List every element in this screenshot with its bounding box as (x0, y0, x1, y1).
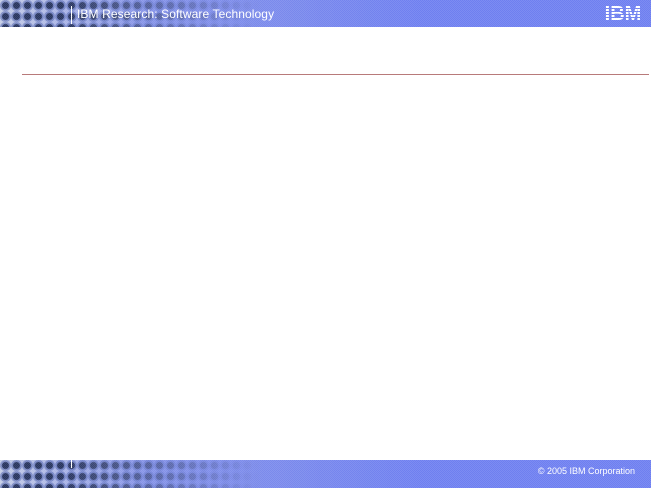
header-title: IBM Research: Software Technology (77, 7, 275, 21)
header-dither (0, 0, 651, 27)
header-dot-pattern (0, 0, 260, 27)
footer-divider (71, 460, 72, 468)
ibm-logo-icon: IBM (605, 3, 642, 23)
title-rule (22, 74, 649, 75)
ibm-logo-text: IBM (605, 3, 642, 23)
header-divider (71, 6, 72, 24)
footer-dither (0, 460, 651, 488)
footer-dot-pattern (0, 460, 260, 488)
footer-banner: © 2005 IBM Corporation (0, 460, 651, 488)
header-banner: IBM Research: Software Technology IBM (0, 0, 651, 27)
copyright-text: © 2005 IBM Corporation (537, 466, 635, 476)
